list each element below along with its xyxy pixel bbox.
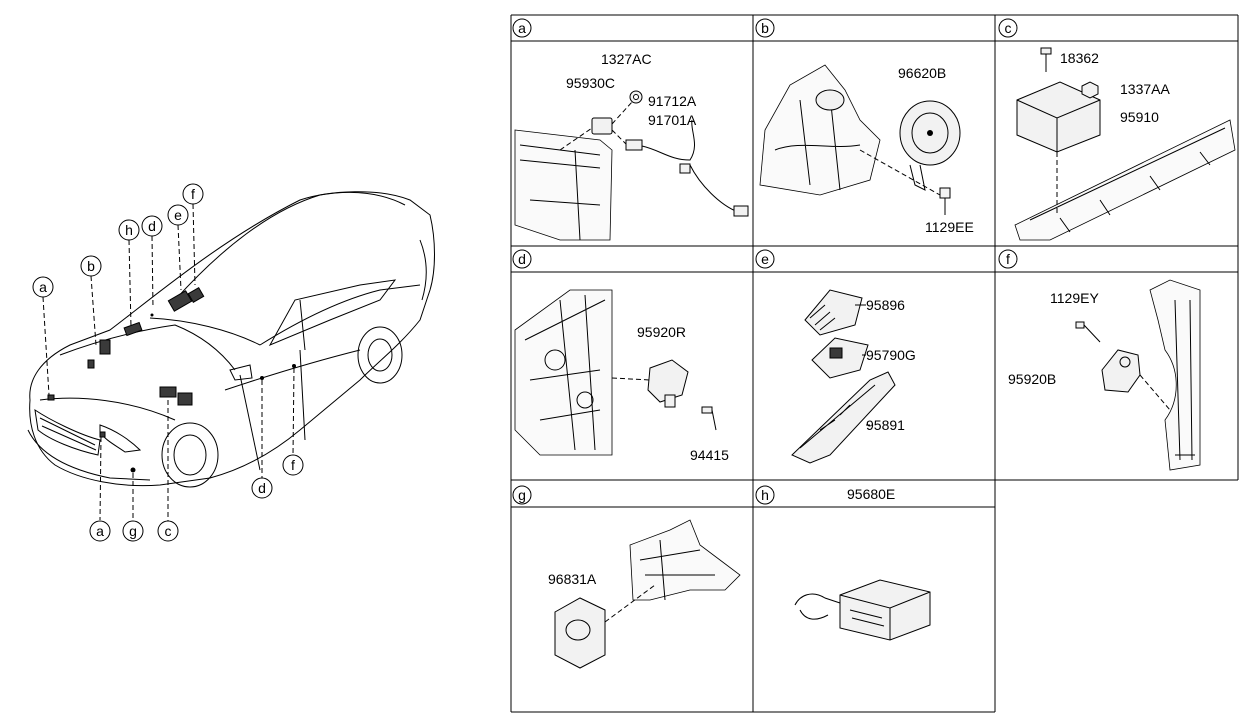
callout-e: e [167,204,189,226]
sensor-96831a [554,597,606,669]
callout-f-bottom: f [282,454,304,476]
panel-f-label: f [1006,251,1010,267]
callout-letter: c [165,523,172,539]
part-number-91712a: 91712A [648,93,697,109]
panel-b-label: b [761,20,769,36]
callout-f-top: f [182,183,204,205]
part-number-95920b: 95920B [1008,371,1056,387]
callout-d-bottom: d [251,477,273,499]
panel-h-label: h [761,487,769,503]
callout-a-bottom: a [89,520,111,542]
part-number-1129ee: 1129EE [925,219,974,235]
callout-letter: h [125,222,133,238]
part-number-96831a: 96831A [548,571,597,587]
panel-grid [510,14,1239,713]
cover-95896 [804,289,863,336]
sensor-95920r [647,359,689,403]
panel-e-label: e [761,251,769,267]
part-number-95891: 95891 [866,417,905,433]
part-number-95920r: 95920R [637,324,686,340]
panel-h: h 95680E [755,485,931,641]
bolt-18362 [1040,47,1052,55]
part-number-94415: 94415 [690,447,729,463]
part-number-91701a: 91701A [648,112,697,128]
part-number-95896: 95896 [866,297,905,313]
callout-h: h [118,219,140,241]
panel-c-label: c [1005,20,1012,36]
module-95680e [839,579,931,641]
callout-letter: d [258,480,266,496]
panel-f: f 1129EY 95920B [998,249,1201,471]
part-number-1327ac: 1327AC [601,51,652,67]
sensor-95920b [1101,349,1141,393]
part-number-96620b: 96620B [898,65,946,81]
connector-91712a [625,139,643,151]
panel-d-label: d [518,251,526,267]
callout-letter: f [291,457,295,473]
callout-letter: f [191,186,195,202]
panel-a: a 1327AC 95930C 91712A 91701A [512,18,749,241]
panel-a-label: a [518,20,526,36]
callout-letter: e [174,207,182,223]
part-number-95930c: 95930C [566,75,615,91]
callout-g: g [122,520,144,542]
panel-d: d 95920R 94415 [512,249,729,463]
callout-b: b [80,255,102,277]
callout-letter: a [39,279,47,295]
callout-letter: a [96,523,104,539]
panel-e: e 95896 95790G 95891 [755,249,916,464]
part-number-95790g: 95790G [866,347,916,363]
callout-c: c [157,520,179,542]
panel-b: b 96620B 1129EE [755,18,974,235]
callout-a-top: a [32,276,54,298]
part-number-95680e: 95680E [847,486,895,502]
bolt-1129ee [939,187,951,199]
car-illustration [27,191,435,488]
callout-letter: b [87,258,95,274]
part-number-18362: 18362 [1060,50,1099,66]
callout-d-top: d [141,215,163,237]
part-number-1129ey: 1129EY [1050,290,1099,306]
panel-g-label: g [518,487,526,503]
bolt-94415 [701,406,713,414]
part-number-95910: 95910 [1120,109,1159,125]
panel-c: c 18362 1337AA 95910 [998,18,1236,241]
sensor-95930c [591,117,613,135]
callout-letter: d [148,218,156,234]
callout-letter: g [129,523,137,539]
bracket-95891 [791,371,896,464]
nut-1337aa [1081,81,1099,99]
bolt-1129ey [1075,321,1085,329]
car-callout-leaders [42,203,295,521]
part-number-1337aa: 1337AA [1120,81,1170,97]
panel-g: g 96831A [512,485,741,669]
